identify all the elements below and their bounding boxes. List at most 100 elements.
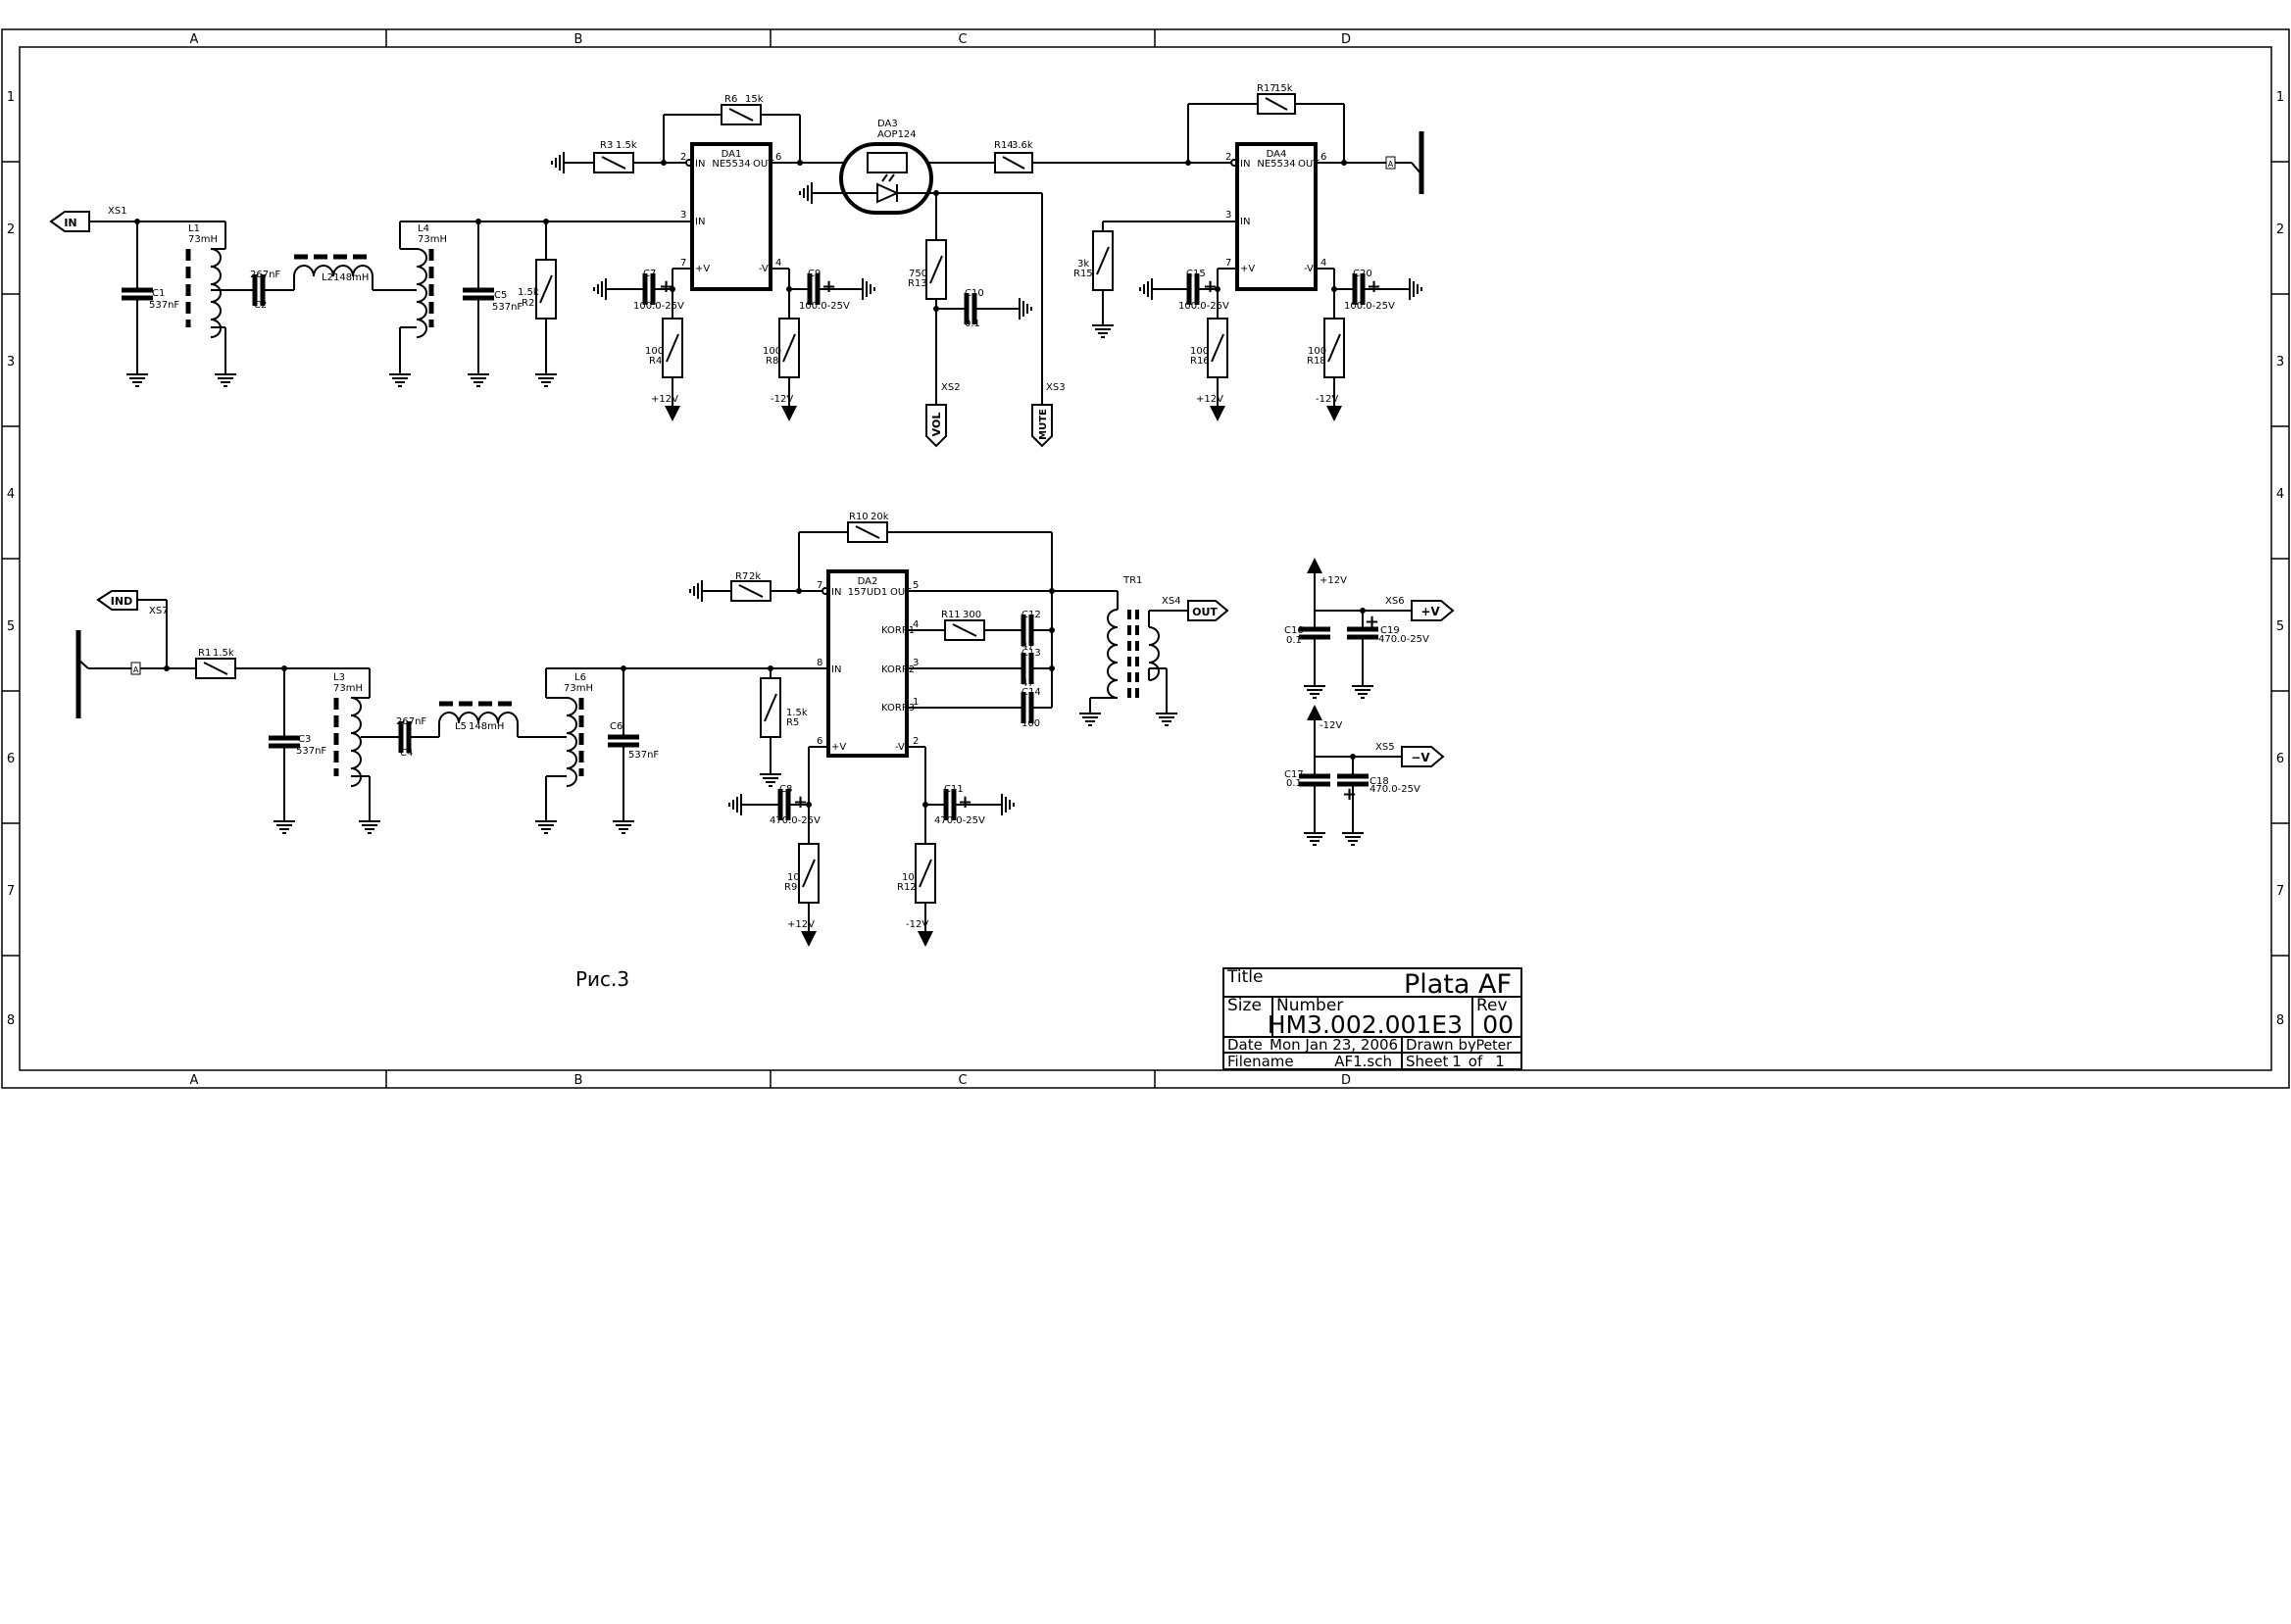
r10-label: R10	[849, 512, 869, 522]
xs2-label: XS2	[941, 382, 961, 393]
c20-value: 100.0-25V	[1344, 301, 1395, 312]
c2-value: 267nF	[250, 270, 280, 280]
c8-label: C8	[779, 784, 792, 795]
da4-pin-pv: +V	[1240, 264, 1255, 274]
r1-value: 1.5k	[213, 648, 234, 659]
col-label-a-bottom: A	[190, 1073, 199, 1088]
c4-value: 267nF	[396, 716, 426, 727]
c17-value: 0.1	[1286, 778, 1302, 789]
da4-pin4: 4	[1320, 258, 1326, 269]
date-value: Mon Jan 23, 2006	[1270, 1036, 1398, 1054]
da2-stage: R7 2k R10 20k DA2 157UD1 IN 7 IN 8 +V 6 …	[689, 512, 1118, 947]
tr1-transformer: TR1 XS4 OUT	[1078, 575, 1229, 726]
c13-value: 47	[1021, 678, 1034, 689]
drawn-by-label: Drawn by	[1406, 1036, 1476, 1054]
r5-label: R5	[786, 717, 799, 728]
row-label-6-right: 6	[2276, 752, 2284, 766]
mute-connector[interactable]	[1031, 404, 1053, 448]
r1-label: R1	[198, 648, 211, 659]
da3-optocoupler: DA3 AOP124 750 R13 C10 0.1 XS2 VOL XS3 M…	[799, 119, 1066, 448]
da1-pin2: 2	[680, 152, 686, 163]
c19-value: 470.0-25V	[1378, 634, 1429, 645]
l4-value: 73mH	[418, 234, 447, 245]
da2-value: 157UD1	[848, 587, 887, 598]
c17-label: C17	[1284, 769, 1304, 780]
da2-chip[interactable]	[826, 569, 909, 758]
c4-label: C4	[400, 748, 413, 759]
row-label-1: 1	[7, 90, 15, 105]
c7-value: 100.0-25V	[633, 301, 684, 312]
da1-pin7: 7	[680, 258, 686, 269]
l5-label: L5	[455, 721, 467, 732]
c7-plus-icon: +	[659, 276, 673, 297]
da1-label: DA1	[722, 149, 742, 160]
r4-label: R4	[649, 356, 662, 367]
da3-value: AOP124	[877, 129, 917, 140]
l5-value: 148mH	[469, 721, 504, 732]
r18-label: R18	[1307, 356, 1326, 367]
vol-connector[interactable]	[925, 404, 947, 448]
l4-label: L4	[418, 223, 429, 234]
out-connector[interactable]	[1187, 600, 1229, 621]
r12-rail: -12V	[906, 919, 928, 930]
r13-label: R13	[908, 278, 927, 289]
rev-label: Rev	[1476, 996, 1508, 1015]
row-label-3-right: 3	[2276, 355, 2284, 369]
da4-pin-out: OUT	[1298, 159, 1320, 170]
c5-label: C5	[494, 290, 507, 301]
c15-label: C15	[1186, 269, 1206, 279]
xs1-label: XS1	[108, 206, 127, 217]
da1-pin-in: IN	[695, 217, 705, 227]
row-label-3: 3	[7, 355, 15, 369]
sheet-total: 1	[1495, 1053, 1505, 1070]
da2-pin1: 1	[913, 697, 919, 708]
c10-value: 0.1	[965, 319, 980, 329]
row-label-5-right: 5	[2276, 619, 2284, 634]
tr1-label: TR1	[1122, 575, 1142, 586]
da3-package[interactable]	[839, 142, 933, 215]
c11-plus-icon: +	[958, 792, 972, 812]
ind-marker: A	[133, 665, 139, 674]
col-label-b: B	[574, 32, 583, 47]
row-label-2-right: 2	[2276, 222, 2284, 237]
da4-label: DA4	[1267, 149, 1287, 160]
da4-stage: R14 3.6k R17 15k DA4 NE5534 IN 2 OUT 6 I…	[994, 83, 1424, 421]
c5-value: 537nF	[492, 302, 523, 313]
power-minus-filter: -12V C17 0.1 + C18 470.0-25V XS5 −V	[1284, 705, 1445, 846]
da1-pin3: 3	[680, 210, 686, 221]
c19-plus-icon: +	[1365, 612, 1379, 632]
c13-label: C13	[1021, 648, 1041, 659]
da1-stage: R3 1.5k R6 15k DA1 NE5534 IN 2 OUT 6 IN …	[551, 94, 1010, 421]
l6-label: L6	[574, 672, 586, 683]
vol-connector-label: VOL	[930, 413, 943, 437]
r2-label: R2	[522, 298, 534, 309]
date-label: Date	[1227, 1036, 1263, 1054]
da4-pin2: 2	[1225, 152, 1231, 163]
da4-pin7: 7	[1225, 258, 1231, 269]
da2-pin2: 2	[913, 736, 919, 747]
r8-label: R8	[766, 356, 778, 367]
plus-v-connector[interactable]	[1411, 600, 1455, 621]
r17-label: R17	[1257, 83, 1276, 94]
c11-label: C11	[944, 784, 964, 795]
minus-v-connector[interactable]	[1401, 746, 1445, 767]
r14-value: 3.6k	[1012, 140, 1033, 151]
da2-pin5: 5	[913, 580, 919, 591]
title-label: Title	[1226, 967, 1263, 987]
da4-chip[interactable]	[1235, 142, 1318, 291]
da4-out-marker: A	[1388, 160, 1394, 169]
da1-chip[interactable]	[690, 142, 772, 291]
da2-pin-out: OUT	[890, 587, 912, 598]
r15-value: 3k	[1077, 259, 1089, 270]
r12-label: R12	[897, 882, 917, 893]
da4-pin-in-inv: IN	[1240, 159, 1250, 170]
r14-label: R14	[994, 140, 1014, 151]
title-value: Plata AF	[1404, 969, 1512, 1000]
c7-label: C7	[643, 269, 656, 279]
figure-caption: Рис.3	[575, 967, 629, 991]
r8-rail: -12V	[771, 394, 793, 405]
r17-value: 15k	[1274, 83, 1293, 94]
c10-label: C10	[965, 288, 984, 299]
l2-value: 148mH	[333, 272, 369, 283]
da1-pin-in-inv: IN	[695, 159, 705, 170]
